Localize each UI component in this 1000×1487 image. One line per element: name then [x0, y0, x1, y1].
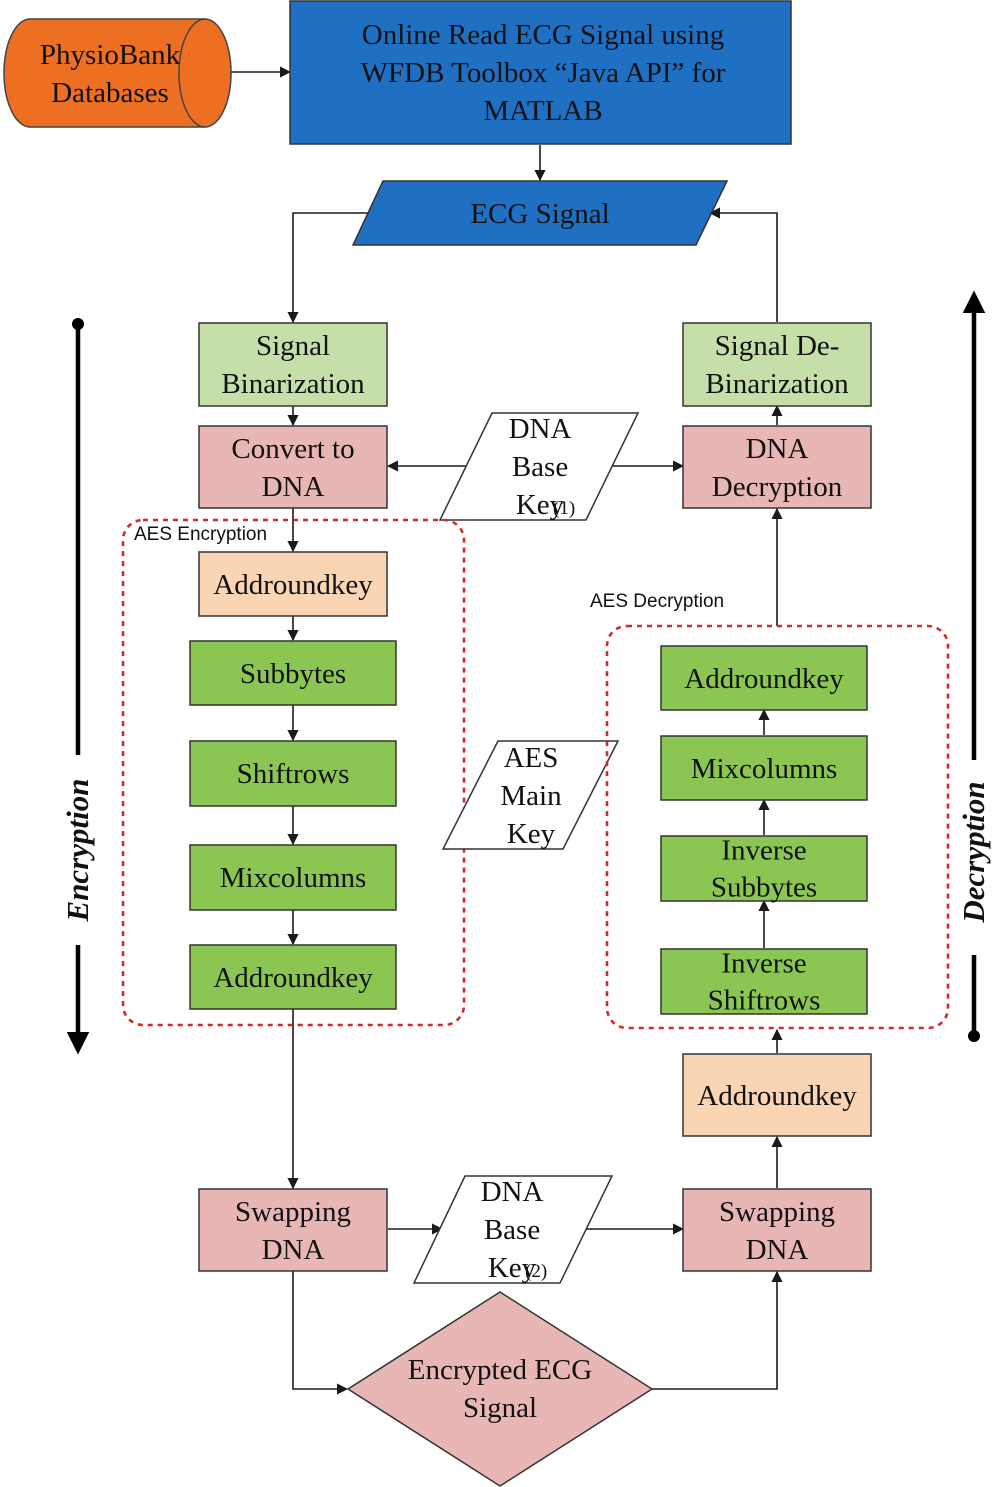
- decryption-side-indicator: Decryption: [956, 290, 991, 1042]
- swapping-dna-left-node-label-line: Swapping: [235, 1196, 351, 1228]
- dec-mixcolumns-node: Mixcolumns: [660, 735, 868, 801]
- physiobank-databases-node-label-line: Databases: [51, 77, 169, 109]
- online-read-ecg-node-label-line: Online Read ECG Signal using: [362, 19, 724, 51]
- enc-subbytes-node-label-line: Subbytes: [240, 658, 346, 690]
- swapping-dna-right-node-label-line: Swapping: [719, 1196, 835, 1228]
- svg-text:Addroundkey: Addroundkey: [213, 569, 373, 601]
- swapping-dna-right-node-label-line: DNA: [746, 1234, 809, 1266]
- enc-shiftrows-node: Shiftrows: [189, 740, 397, 807]
- enc-addroundkey-2-node: Addroundkey: [189, 944, 397, 1010]
- dna-base-key-1-number: (1): [553, 498, 575, 519]
- aes-main-key-node-label-line: Key: [507, 818, 556, 850]
- dec-addroundkey-1-node-label-line: Addroundkey: [684, 663, 844, 695]
- online-read-ecg-node-label-line: MATLAB: [483, 95, 602, 127]
- aes-main-key-node-label-line: AES: [504, 742, 559, 774]
- encryption-side-indicator: Encryption: [60, 318, 95, 1055]
- dna-base-key-1-node-label-line: DNA: [509, 413, 572, 445]
- svg-text:Mixcolumns: Mixcolumns: [220, 862, 367, 894]
- aes-encryption-group: AES Encryption: [121, 518, 466, 1027]
- svg-text:Subbytes: Subbytes: [240, 658, 346, 690]
- convert-to-dna-node-label-line: DNA: [262, 471, 325, 503]
- convert-to-dna-node-label-line: Convert to: [231, 433, 354, 465]
- dec-addroundkey-2-node-label-line: Addroundkey: [697, 1080, 857, 1112]
- dna-base-key-2-node-label-line: DNA: [481, 1176, 544, 1208]
- signal-binarization-node-label-line: Signal: [256, 330, 330, 362]
- aes-decryption-label: AES Decryption: [590, 591, 724, 612]
- encrypted-ecg-signal-node-label-line: Signal: [463, 1392, 537, 1424]
- dec-inverse-shiftrows-node-label-line: Inverse: [721, 948, 806, 980]
- encryption-label: Encryption: [60, 779, 95, 923]
- dec-addroundkey-2-node: Addroundkey: [682, 1053, 872, 1137]
- enc-addroundkey-1-node-label-line: Addroundkey: [213, 569, 373, 601]
- swapping-dna-left-node-label-line: DNA: [262, 1234, 325, 1266]
- encrypted-ecg-signal-node: Encrypted ECG Signal: [346, 1291, 654, 1487]
- decryption-label: Decryption: [956, 781, 991, 923]
- aes-encryption-label: AES Encryption: [134, 524, 267, 545]
- signal-debinarization-node-label-line: Signal De-: [715, 330, 840, 362]
- encrypted-ecg-signal-node-label-line: Encrypted ECG: [408, 1354, 592, 1386]
- physiobank-databases-node-label-line: PhysioBank: [40, 39, 181, 71]
- signal-binarization-node-label-line: Binarization: [221, 368, 365, 400]
- enc-addroundkey-1-node: Addroundkey: [198, 551, 388, 617]
- dna-base-key-1-node-label-line: Base: [512, 451, 568, 483]
- aes-decryption-group: AES Decryption: [590, 591, 950, 1030]
- dec-inverse-subbytes-node-label-line: Inverse: [721, 835, 806, 867]
- dec-inverse-shiftrows-node-label-line: Shiftrows: [708, 985, 821, 1017]
- dna-base-key-2-node-label-line: Base: [484, 1214, 540, 1246]
- svg-text:Addroundkey: Addroundkey: [684, 663, 844, 695]
- convert-to-dna-node: Convert to DNA: [198, 425, 388, 509]
- connectors: [230, 66, 783, 1395]
- dna-decryption-node: DNA Decryption: [682, 425, 872, 509]
- signal-debinarization-node-label-line: Binarization: [705, 368, 849, 400]
- svg-text:Addroundkey: Addroundkey: [213, 962, 373, 994]
- ecg-signal-node-label-line: ECG Signal: [470, 198, 609, 230]
- svg-text:Addroundkey: Addroundkey: [697, 1080, 857, 1112]
- enc-mixcolumns-node-label-line: Mixcolumns: [220, 862, 367, 894]
- dec-inverse-subbytes-node-label-line: Subbytes: [711, 872, 817, 904]
- ecg-signal-node: ECG Signal: [351, 180, 729, 246]
- online-read-ecg-node-label-line: WFDB Toolbox “Java API” for: [361, 57, 726, 89]
- signal-debinarization-node: Signal De- Binarization: [682, 322, 872, 407]
- aes-main-key-node-label-line: Main: [500, 780, 562, 812]
- svg-text:Signal De-Binarization: Signal De- Binarization: [705, 330, 849, 400]
- dec-addroundkey-1-node: Addroundkey: [660, 645, 868, 711]
- svg-text:Mixcolumns: Mixcolumns: [691, 753, 838, 785]
- dna-decryption-node-label-line: DNA: [746, 433, 809, 465]
- dna-base-key-1-node-label-line: Key: [516, 489, 565, 521]
- enc-shiftrows-node-label-line: Shiftrows: [237, 758, 350, 790]
- enc-subbytes-node: Subbytes: [189, 640, 397, 706]
- dna-decryption-node-label-line: Decryption: [712, 471, 843, 503]
- dec-mixcolumns-node-label-line: Mixcolumns: [691, 753, 838, 785]
- dna-base-key-2-number: (2): [525, 1261, 547, 1282]
- dna-base-key-2-node-label-line: Key: [488, 1252, 537, 1284]
- svg-text:ECG Signal: ECG Signal: [470, 198, 609, 230]
- svg-text:Shiftrows: Shiftrows: [237, 758, 350, 790]
- enc-mixcolumns-node: Mixcolumns: [189, 844, 397, 911]
- enc-addroundkey-2-node-label-line: Addroundkey: [213, 962, 373, 994]
